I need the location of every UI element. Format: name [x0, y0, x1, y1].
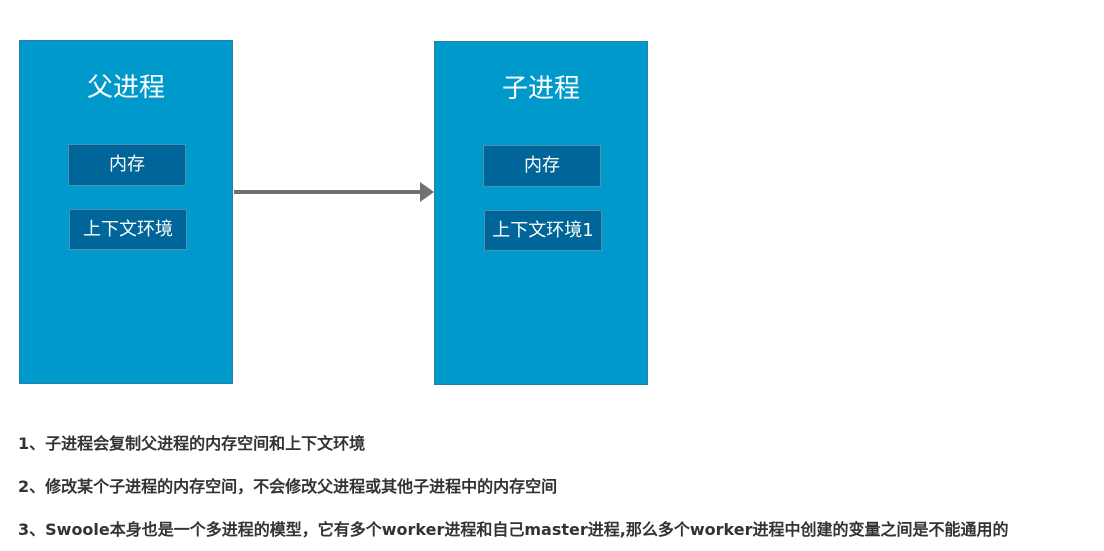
child-context-box: 上下文环境1 [484, 210, 602, 251]
note-2: 2、修改某个子进程的内存空间，不会修改父进程或其他子进程中的内存空间 [18, 477, 558, 496]
child-memory-box: 内存 [483, 145, 601, 187]
child-process-box: 子进程 内存 上下文环境1 [434, 41, 648, 385]
parent-memory-box: 内存 [68, 144, 186, 186]
fork-arrow [234, 182, 434, 202]
note-3: 3、Swoole本身也是一个多进程的模型，它有多个worker进程和自己mast… [18, 520, 1009, 539]
child-process-title: 子进程 [501, 74, 580, 104]
note-1: 1、子进程会复制父进程的内存空间和上下文环境 [18, 434, 366, 453]
parent-context-box: 上下文环境 [69, 209, 187, 250]
parent-process-box: 父进程 内存 上下文环境 [19, 40, 233, 384]
parent-process-title: 父进程 [86, 73, 165, 103]
